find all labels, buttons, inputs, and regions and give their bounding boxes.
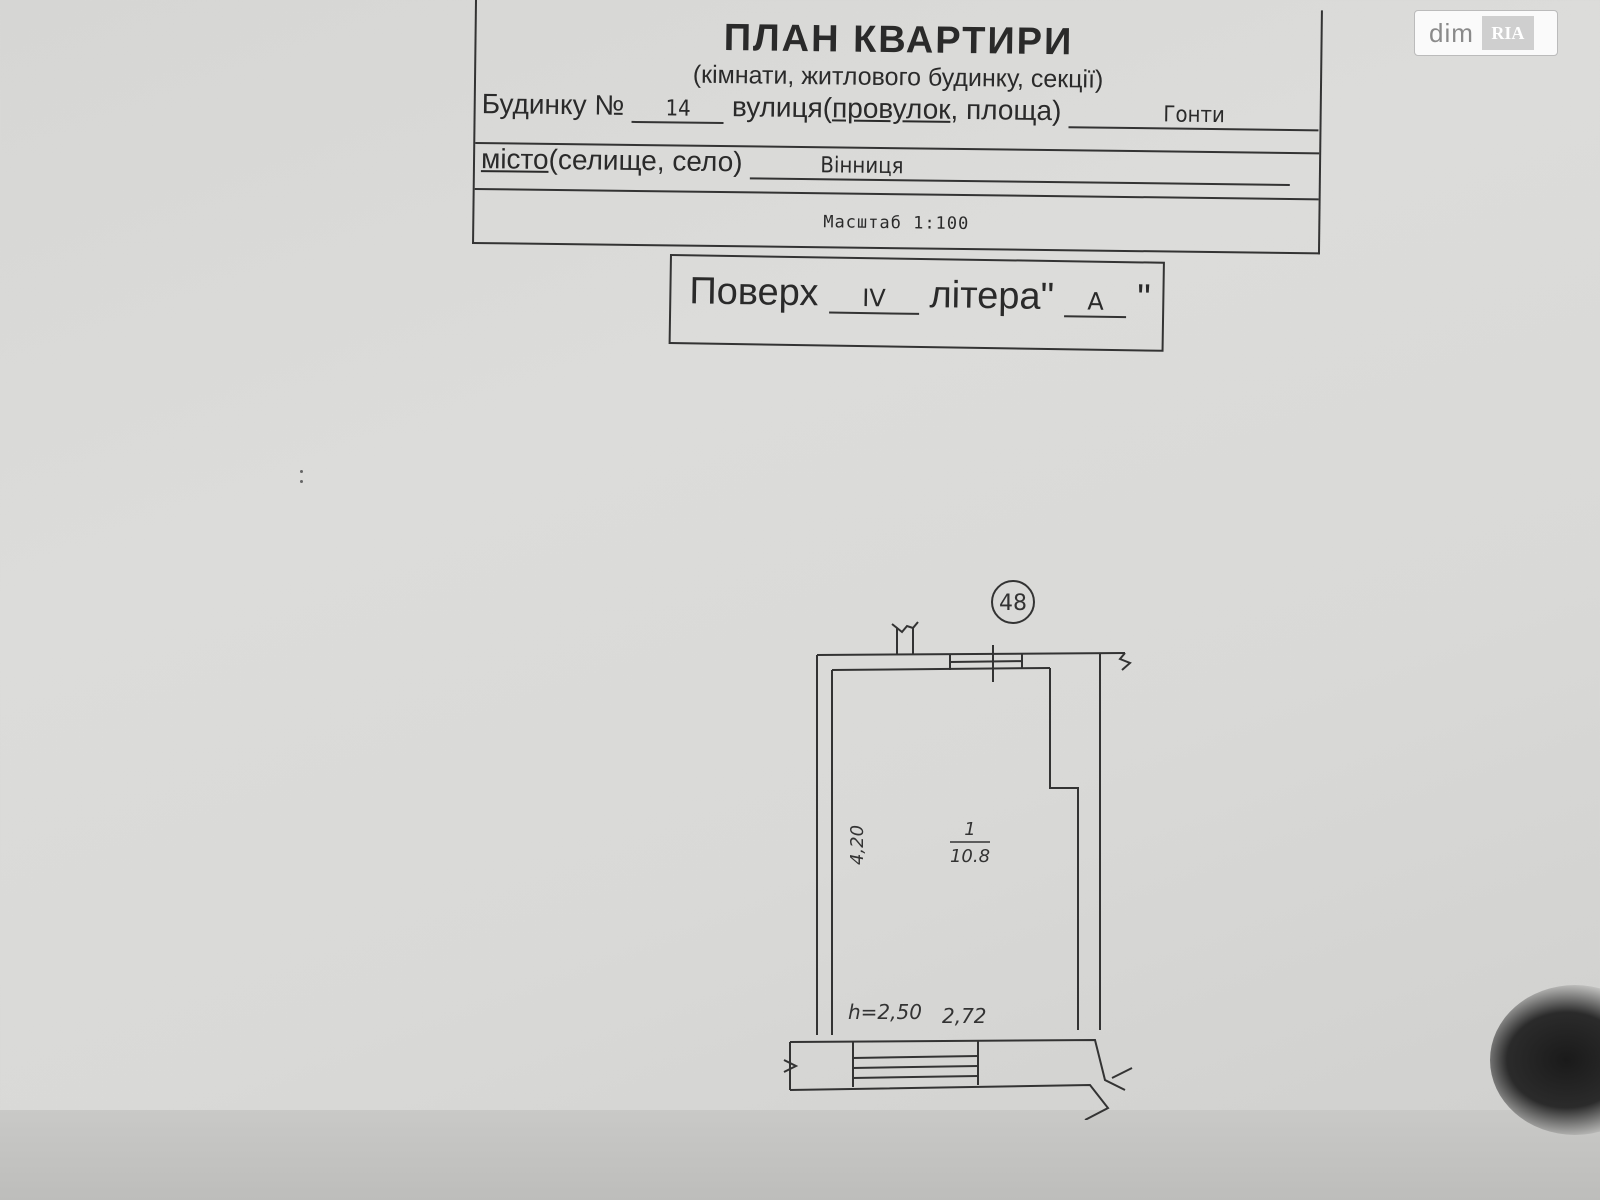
quote-close: " [1136,277,1152,320]
quote-open: " [1040,275,1055,319]
floor-box: Поверх IV літера" А " [668,254,1165,352]
street-label-suffix: , площа) [950,93,1062,127]
axis-marker-circle [991,580,1035,624]
break-mark-top-right [1118,652,1132,671]
letter-label: літера [929,274,1041,318]
street-value: Гонти [1068,101,1320,132]
break-mark-bottom-right [1111,1067,1133,1079]
axis-marker-label: 48 [999,591,1027,616]
inner-wall-right [1049,668,1079,1030]
floor-value: IV [828,283,920,315]
floor-plan-drawing: 48 1 10.8 4,20 h=2,50 2,72 [783,580,1133,1120]
inner-wall-top [831,667,1051,671]
floor-label: Поверх [689,270,819,315]
vent-stub [891,621,919,655]
dimension-width: 2,72 [942,1004,987,1028]
dim-ria-watermark: dim RIA [1414,10,1558,56]
letter-value: А [1064,287,1127,319]
title-block: ПЛАН КВАРТИРИ (кімнати, житлового будинк… [472,0,1323,255]
dimension-length: 4,20 [847,825,868,865]
speck [300,480,303,483]
scale-label: Масштаб 1:100 [823,212,970,235]
city-value: Вінниця [750,152,1291,186]
divider-line [474,188,1319,201]
break-mark-bottom-left [783,1042,799,1090]
watermark-ria-logo: RIA [1481,16,1534,50]
stair-steps [852,1055,979,1079]
window-top [949,654,1023,670]
room-number: 1 [964,819,975,840]
speck [300,470,303,473]
street-label-prefix: вулиця( [731,91,833,124]
city-label-city: місто [480,143,549,175]
outer-wall-bottom [789,1038,1126,1091]
outer-wall-top [816,652,1126,656]
paper-edge-shadow [0,1110,1600,1200]
outer-wall-bottom-lower [789,1083,1110,1120]
street-label-lane: провулок [831,92,951,125]
room-area: 10.8 [950,846,990,867]
house-number-value: 14 [631,95,725,125]
city-label-rest: (селище, село) [548,143,743,178]
house-number-label: Будинку № [481,88,625,121]
door-jambs [852,1041,979,1087]
ceiling-height: h=2,50 [848,1000,922,1024]
watermark-dim-text: dim [1429,17,1474,48]
